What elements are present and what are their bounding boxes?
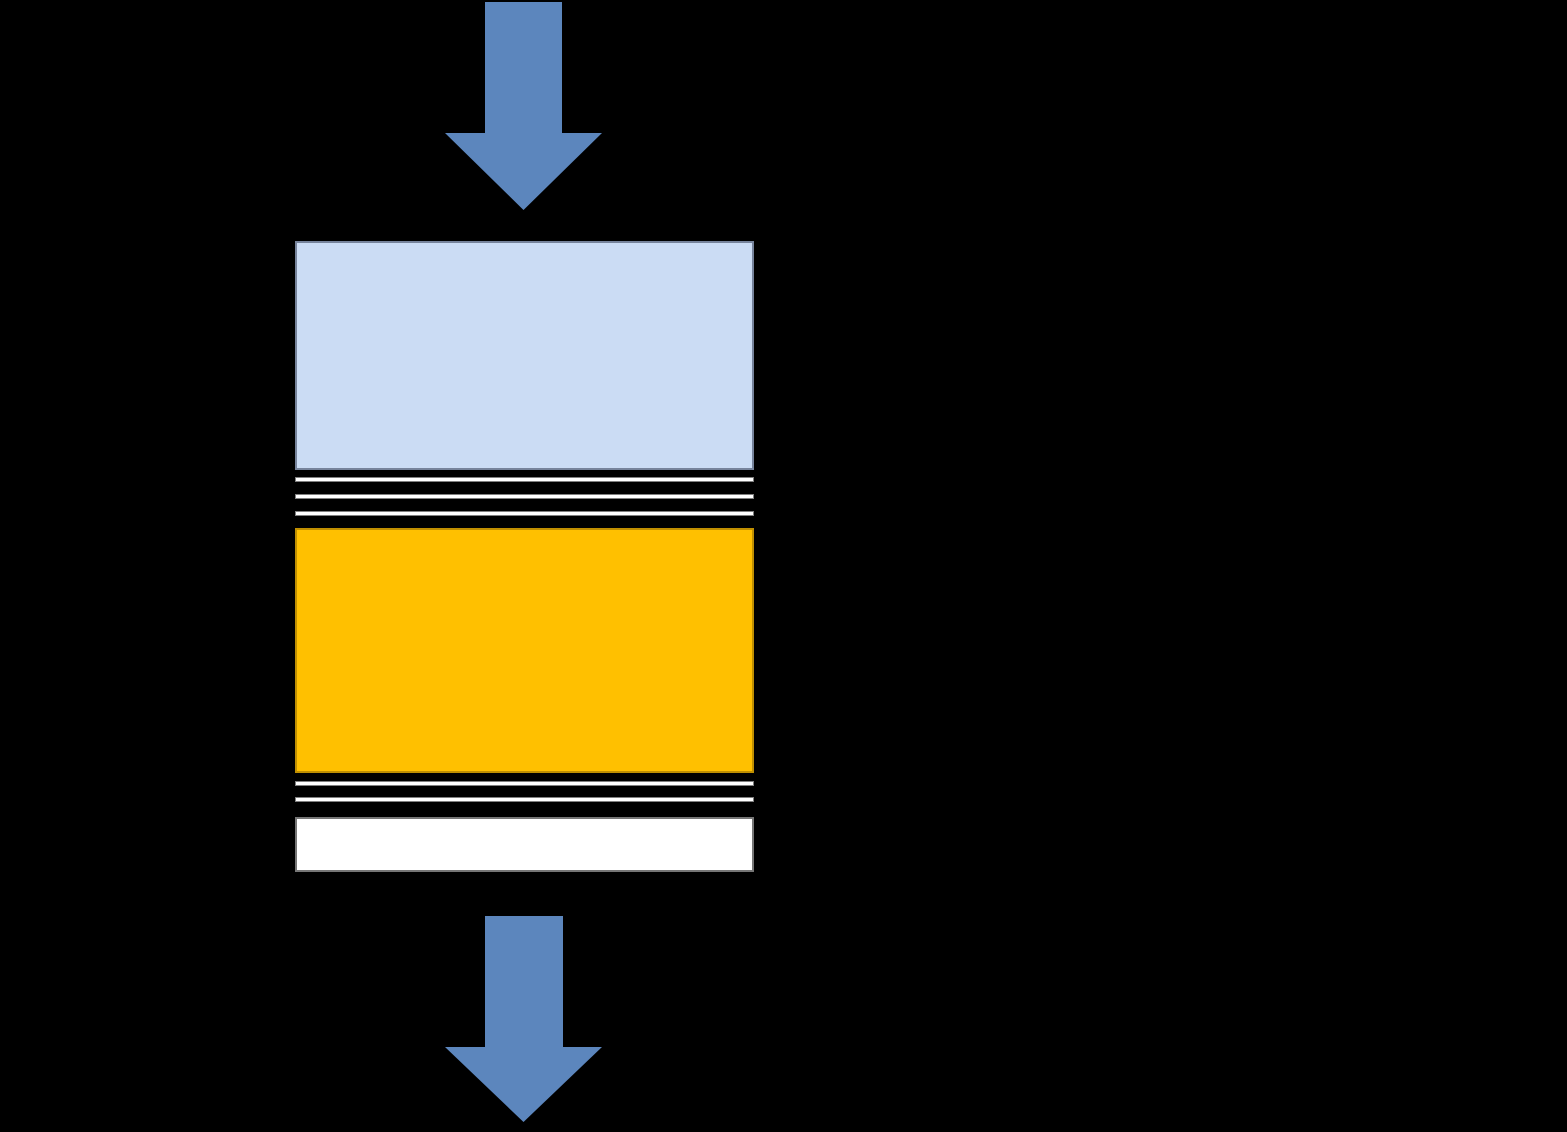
stack-layer-blue-slab bbox=[295, 241, 754, 470]
stack-interlayer-line-4 bbox=[295, 781, 754, 786]
stack-interlayer-line-3 bbox=[295, 511, 754, 516]
stack-layer-white-slab bbox=[295, 817, 754, 872]
stack-interlayer-line-5 bbox=[295, 797, 754, 802]
stack-interlayer-line-1 bbox=[295, 477, 754, 482]
down-arrow-icon-top bbox=[445, 2, 602, 210]
down-arrow-icon-bottom bbox=[445, 916, 602, 1122]
down-arrow-bottom-shape bbox=[445, 916, 602, 1122]
stack-layer-yellow-slab bbox=[295, 528, 754, 773]
stack-interlayer-line-2 bbox=[295, 494, 754, 499]
down-arrow-top-shape bbox=[445, 2, 602, 210]
